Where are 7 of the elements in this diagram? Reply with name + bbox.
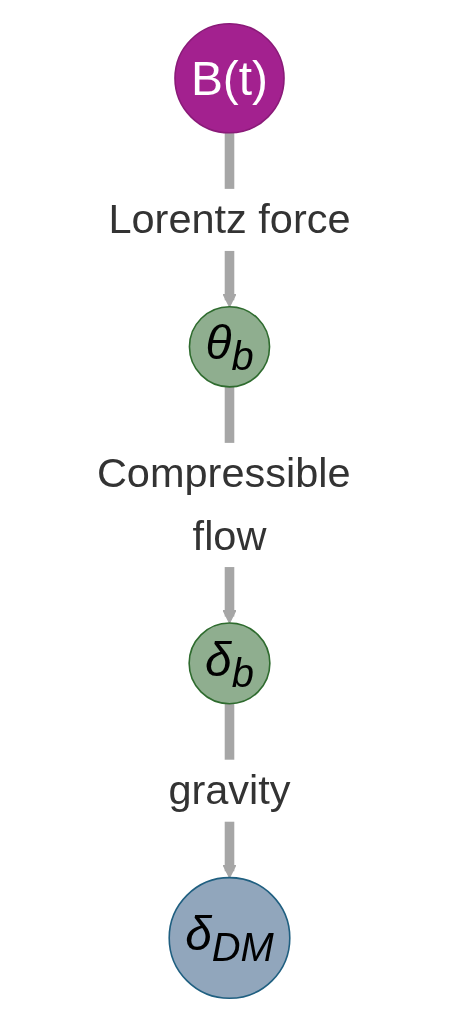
edge-label: gravity [168, 765, 291, 814]
edge-label: Lorentz force [108, 195, 351, 243]
edge-label: Compressible flow [96, 449, 351, 560]
node-circle: δ$_{b}$ [188, 622, 271, 705]
node-circle: δ$_{DM}$ [168, 876, 291, 1000]
node-circle: B(t) [174, 22, 285, 134]
node-circle: θ$_{b}$ [188, 305, 271, 388]
